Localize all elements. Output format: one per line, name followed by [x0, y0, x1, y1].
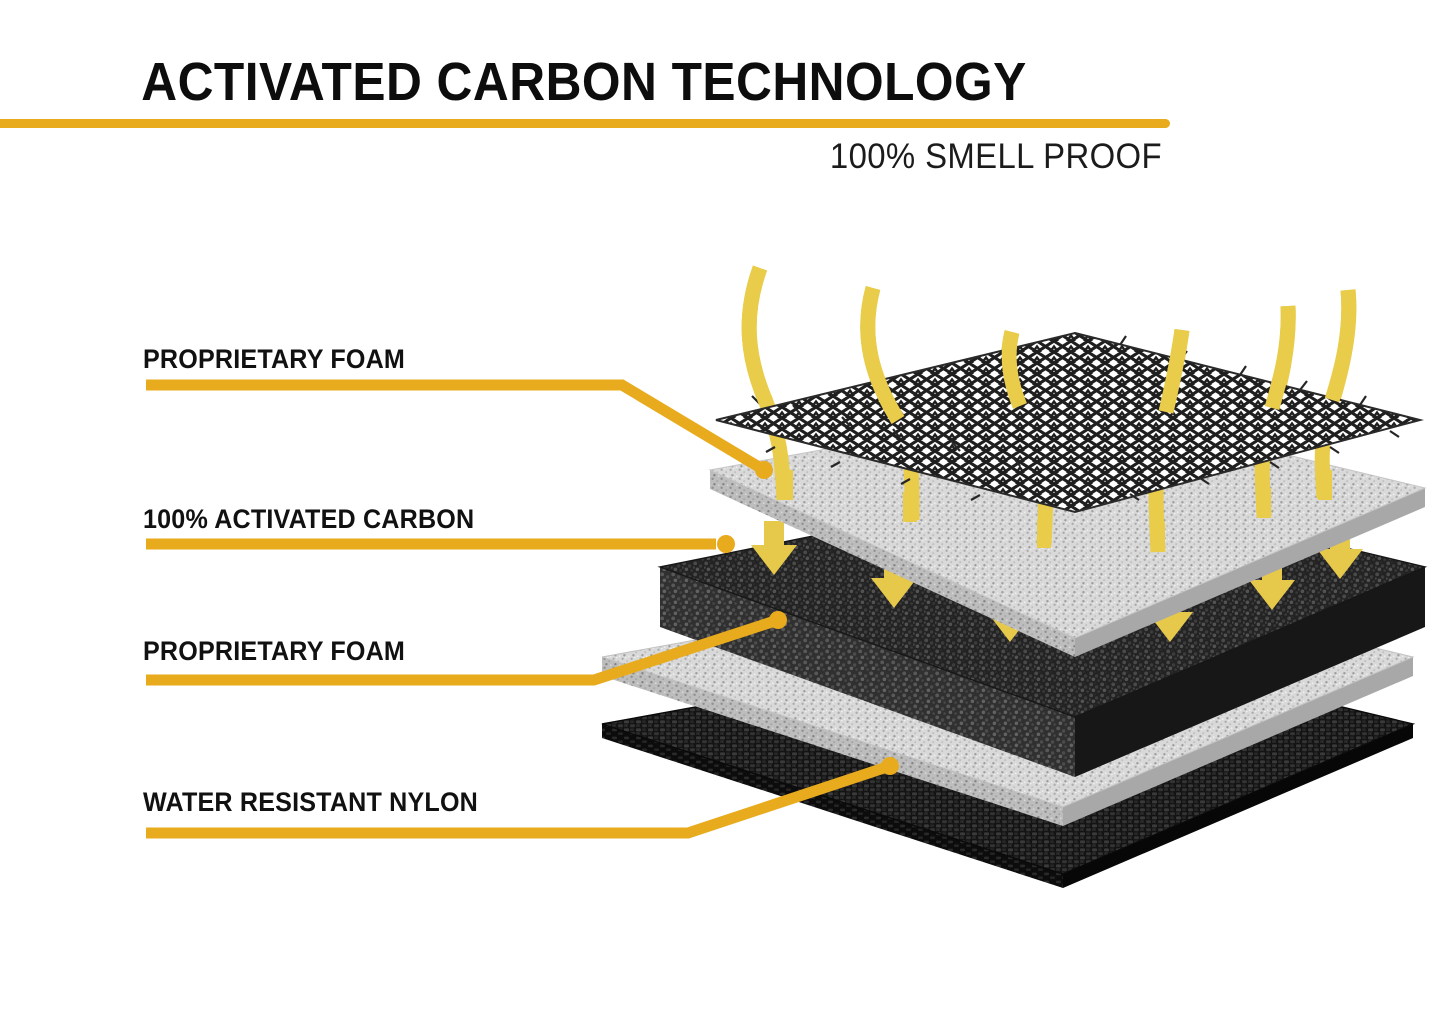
callout-label-proprietary-foam-bottom: PROPRIETARY FOAM — [143, 636, 405, 666]
title-underline-rule — [0, 119, 1170, 128]
absorb-arrow — [1249, 556, 1295, 610]
odor-stream — [1158, 328, 1190, 414]
callout-label-proprietary-foam-top: PROPRIETARY FOAM — [143, 344, 405, 374]
odor-stream — [741, 265, 773, 405]
odor-stream — [860, 286, 905, 424]
absorb-arrow — [871, 554, 917, 608]
absorb-arrow — [1317, 525, 1363, 579]
absorb-arrow — [751, 521, 797, 575]
odor-stream — [1001, 330, 1027, 409]
callout-label-activated-carbon: 100% ACTIVATED CARBON — [143, 504, 475, 534]
odor-stream-stubs — [779, 470, 1332, 552]
page-subtitle: 100% SMELL PROOF — [829, 137, 1162, 176]
page-title: ACTIVATED CARBON TECHNOLOGY — [141, 52, 1027, 112]
callout-label-water-resistant-nylon: WATER RESISTANT NYLON — [143, 787, 478, 817]
odor-stream — [1264, 305, 1296, 411]
odor-streams-front — [741, 265, 1357, 424]
odor-stream — [1324, 289, 1357, 403]
header: ACTIVATED CARBON TECHNOLOGY 100% SMELL P… — [0, 0, 1445, 200]
